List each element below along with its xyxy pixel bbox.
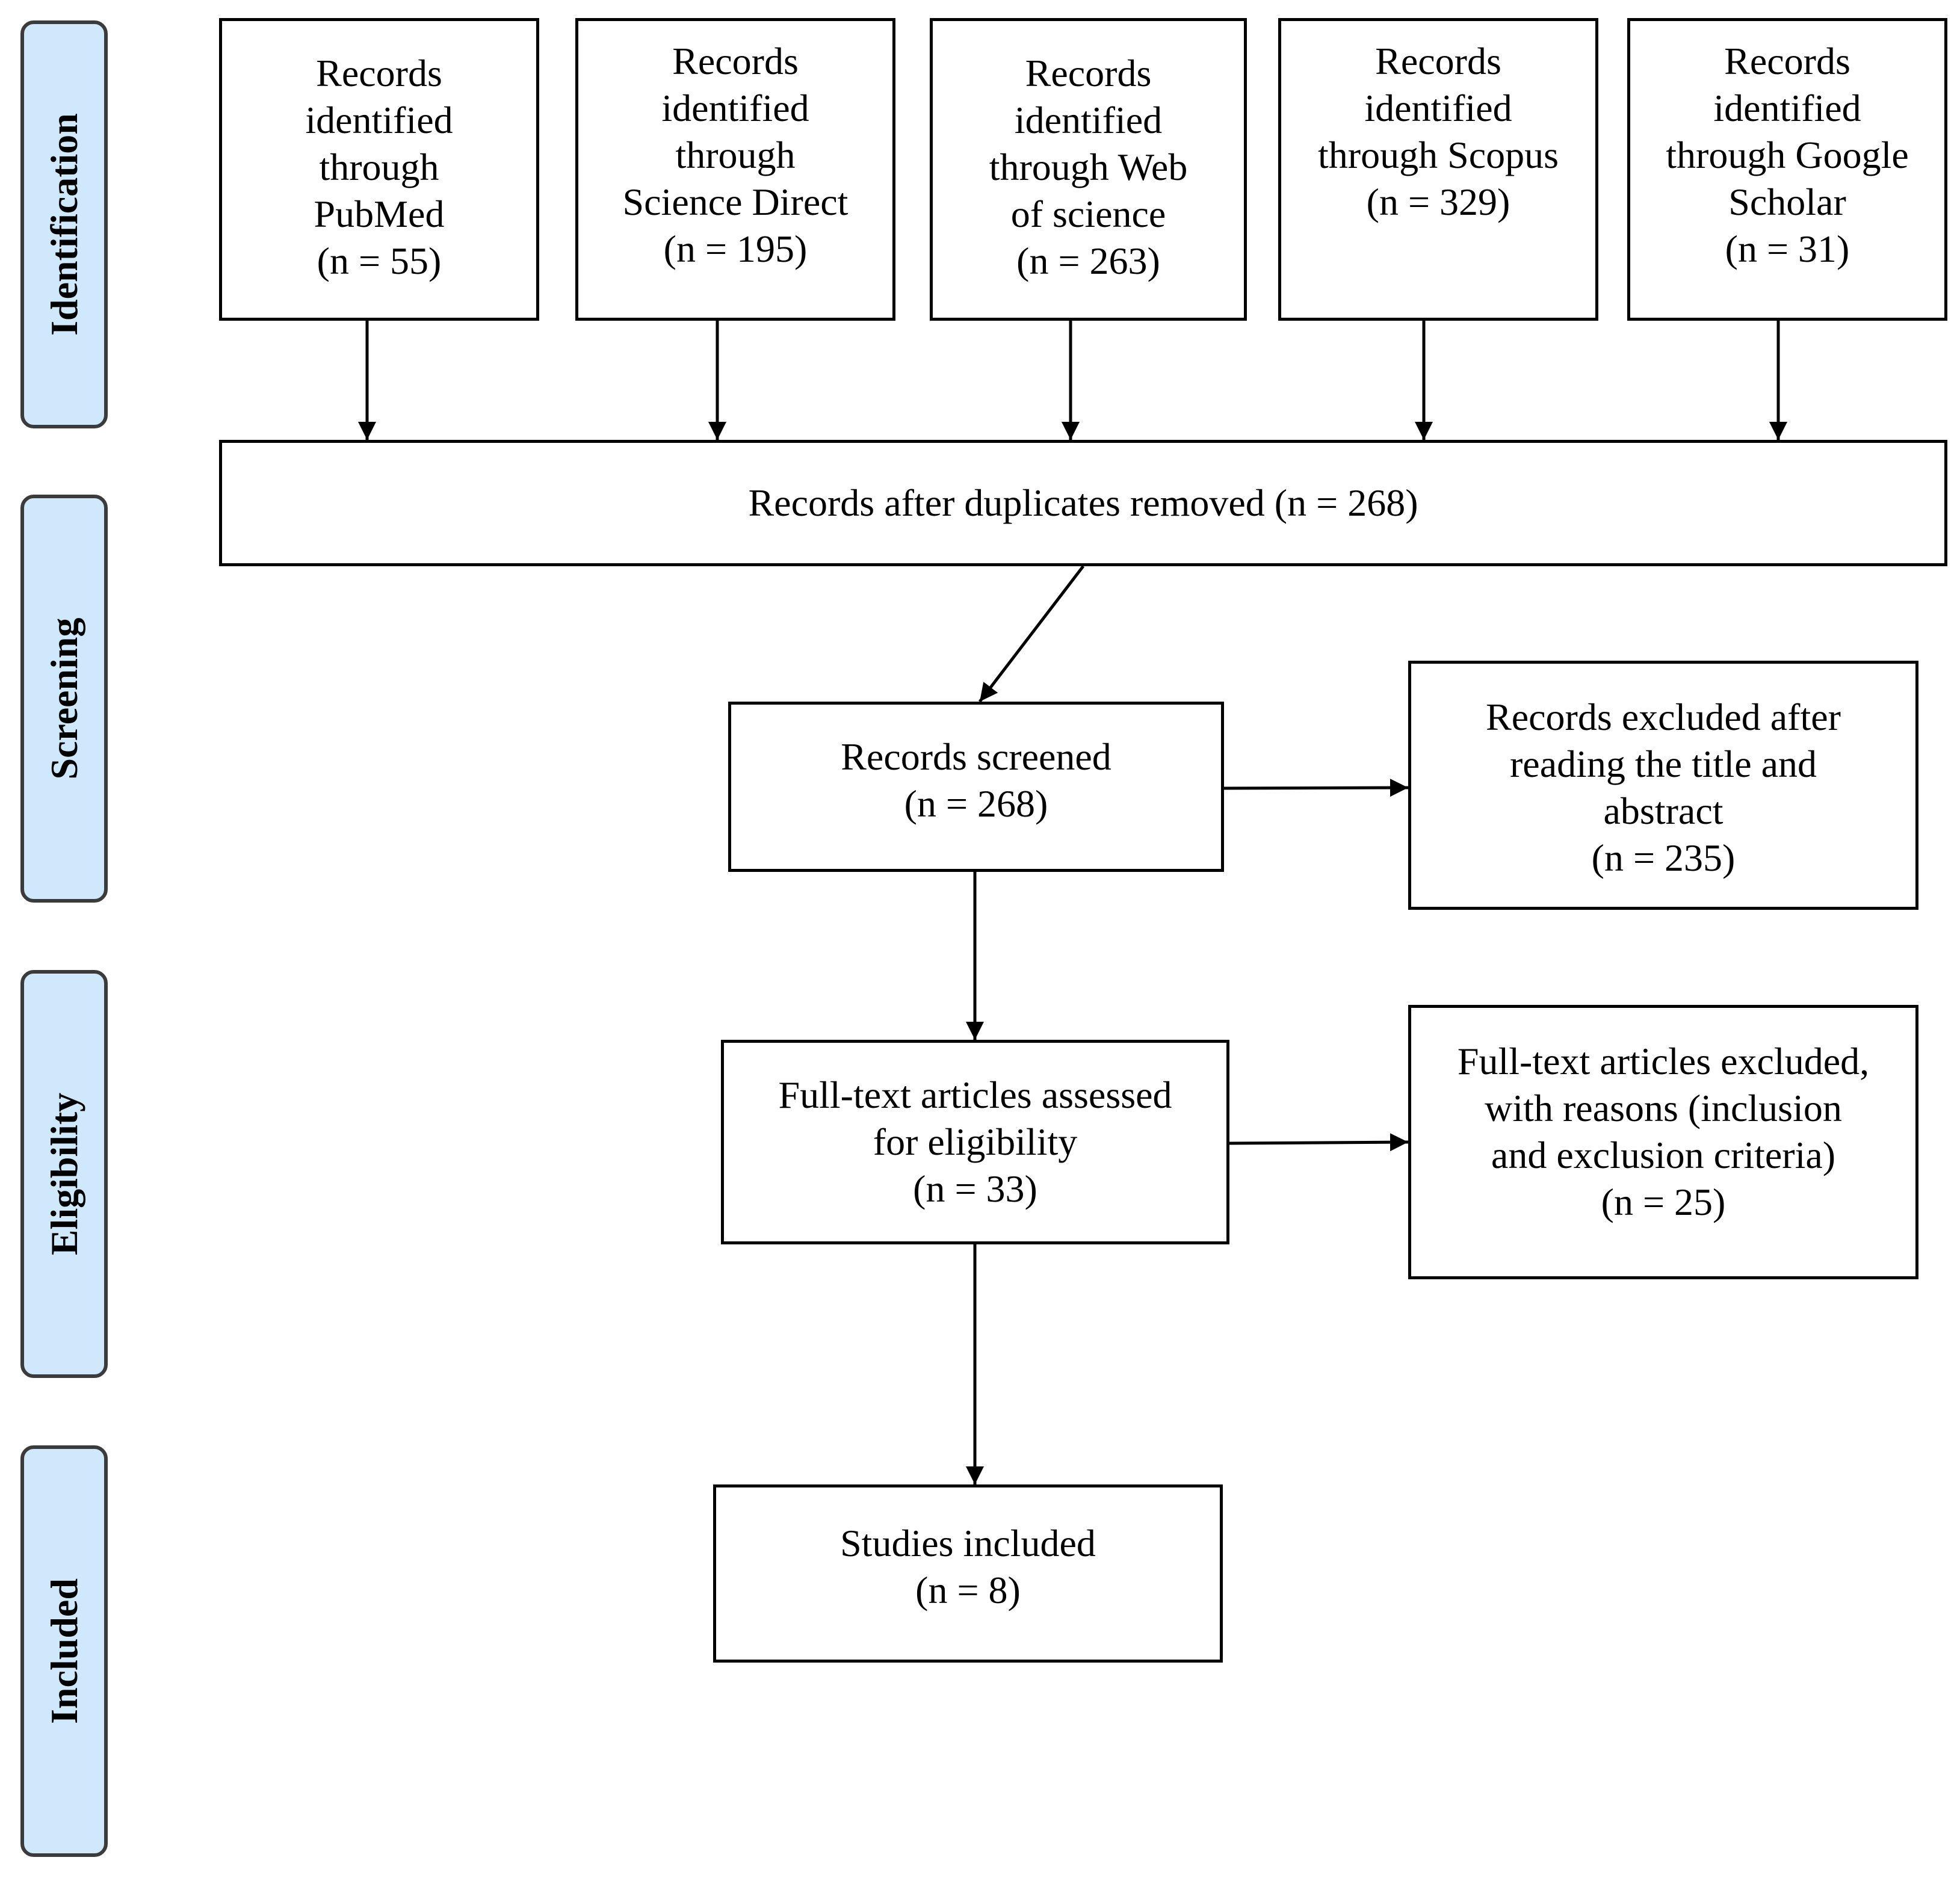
box-web-of-science: Records identified through Web of scienc… (930, 18, 1247, 321)
box-duplicates-removed: Records after duplicates removed (n = 26… (219, 440, 1947, 566)
stage-label-identification: Identification (42, 113, 85, 336)
stage-screening: Screening (20, 495, 108, 903)
box-pubmed-text: Records identified through PubMed (n = 5… (305, 52, 453, 282)
box-pubmed: Records identified through PubMed (n = 5… (219, 18, 539, 321)
box-studies-included-text: Studies included (n = 8) (840, 1522, 1096, 1611)
box-records-screened: Records screened (n = 268) (728, 702, 1224, 872)
box-studies-included: Studies included (n = 8) (713, 1484, 1223, 1663)
box-fulltext-excluded-text: Full-text articles excluded, with reason… (1457, 1040, 1870, 1223)
arrow-duplicates-to-screened (978, 565, 1084, 703)
box-google-scholar-text: Records identified through Google Schola… (1666, 40, 1909, 270)
stage-label-eligibility: Eligibility (42, 1092, 85, 1256)
stage-identification: Identification (20, 20, 108, 428)
box-google-scholar: Records identified through Google Schola… (1627, 18, 1947, 321)
stage-eligibility: Eligibility (20, 970, 108, 1378)
box-duplicates-removed-text: Records after duplicates removed (n = 26… (748, 481, 1418, 524)
box-science-direct: Records identified through Science Direc… (575, 18, 895, 321)
stage-label-included: Included (42, 1578, 85, 1724)
stage-label-screening: Screening (42, 617, 85, 780)
box-fulltext-excluded: Full-text articles excluded, with reason… (1408, 1005, 1918, 1279)
box-scopus-text: Records identified through Scopus (n = 3… (1318, 40, 1559, 223)
box-records-screened-text: Records screened (n = 268) (841, 735, 1111, 825)
box-fulltext-assessed-text: Full-text articles assessed for eligibil… (778, 1073, 1172, 1210)
box-web-of-science-text: Records identified through Web of scienc… (989, 52, 1188, 282)
box-scopus: Records identified through Scopus (n = 3… (1278, 18, 1598, 321)
arrow-fulltext-to-excluded (1229, 1133, 1409, 1152)
stage-included: Included (20, 1445, 108, 1857)
box-fulltext-assessed: Full-text articles assessed for eligibil… (721, 1040, 1229, 1244)
box-records-excluded-text: Records excluded after reading the title… (1486, 696, 1841, 879)
box-science-direct-text: Records identified through Science Direc… (622, 40, 849, 270)
box-records-excluded: Records excluded after reading the title… (1408, 661, 1918, 910)
